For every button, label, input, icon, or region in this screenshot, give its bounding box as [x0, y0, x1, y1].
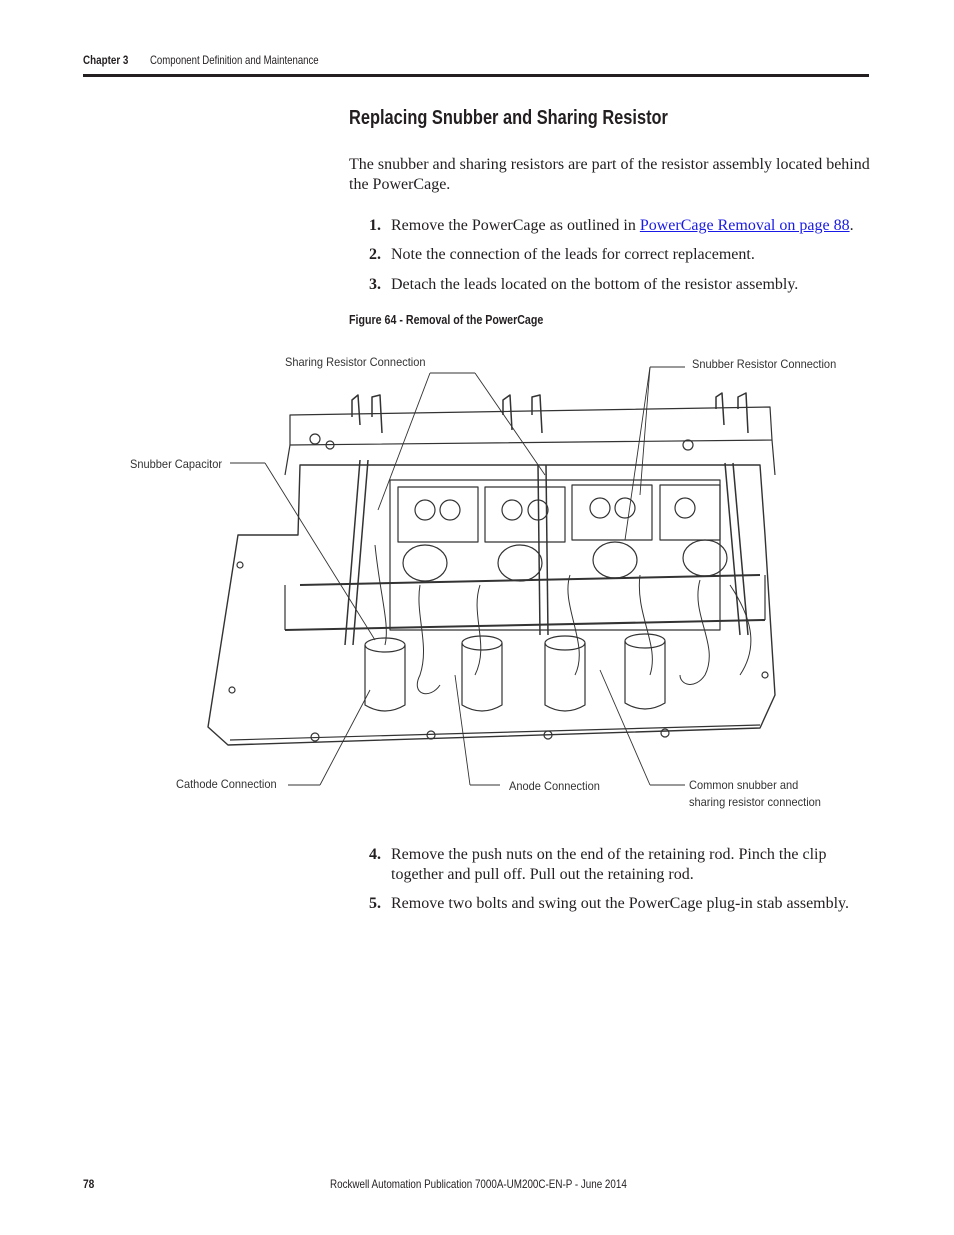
chapter-title: Component Definition and Maintenance — [150, 53, 319, 67]
section-title: Replacing Snubber and Sharing Resistor — [349, 107, 668, 129]
powercage-illustration — [207, 366, 776, 786]
figure-caption: Figure 64 - Removal of the PowerCage — [349, 312, 544, 327]
intro-paragraph: The snubber and sharing resistors are pa… — [349, 156, 870, 193]
step-number: 5. — [369, 895, 381, 912]
callout-snubber-resistor: Snubber Resistor Connection — [692, 357, 837, 371]
step-text: Remove two bolts and swing out the Power… — [391, 895, 850, 912]
step-text: Note the connection of the leads for cor… — [391, 246, 755, 263]
step-number: 3. — [369, 276, 381, 293]
callout-snubber-capacitor: Snubber Capacitor — [130, 457, 223, 471]
step-text: Remove the push nuts on the end of the r… — [391, 846, 827, 883]
page-number: 78 — [83, 1177, 95, 1191]
step-text: Detach the leads located on the bottom o… — [391, 276, 799, 293]
chapter-label: Chapter 3 — [83, 53, 129, 67]
publication-info: Rockwell Automation Publication 7000A-UM… — [330, 1177, 627, 1191]
powercage-removal-link[interactable]: PowerCage Removal on page 88 — [639, 217, 850, 234]
step-number: 1. — [369, 217, 381, 234]
header-rule — [83, 74, 869, 77]
step-text: Remove the PowerCage as outlined in Powe… — [391, 217, 854, 234]
callout-sharing-resistor: Sharing Resistor Connection — [285, 355, 426, 369]
callout-cathode: Cathode Connection — [176, 777, 277, 791]
callout-common-line1: Common snubber and — [689, 778, 799, 792]
callout-common-line2: sharing resistor connection — [689, 795, 821, 809]
powercage-figure: Sharing Resistor Connection Snubber Resi… — [120, 345, 860, 820]
step-number: 4. — [369, 846, 381, 863]
step-number: 2. — [369, 246, 381, 263]
callout-anode: Anode Connection — [509, 779, 600, 793]
